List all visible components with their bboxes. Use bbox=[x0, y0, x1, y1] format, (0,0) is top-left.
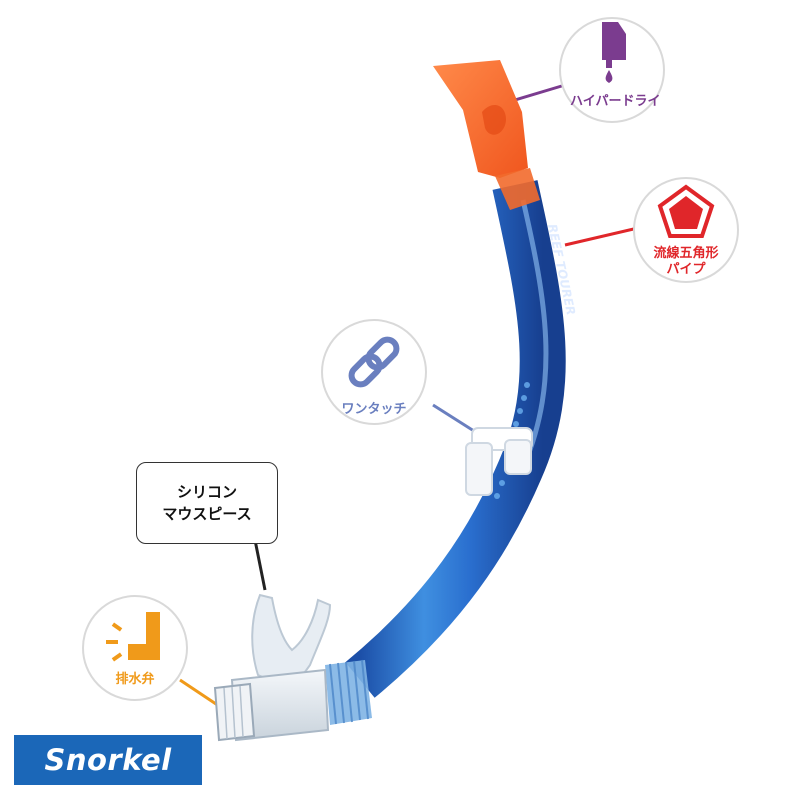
pentagon-pipe-callout bbox=[633, 177, 739, 283]
hyper-dry-callout bbox=[559, 17, 665, 123]
one-touch-label: ワンタッチ bbox=[341, 402, 407, 417]
drain-valve-callout bbox=[82, 595, 188, 701]
pentagon-pipe-leader-line bbox=[564, 226, 639, 247]
tube-highlight bbox=[520, 199, 549, 466]
pentagon-pipe-label: 流線五角形 パイプ bbox=[648, 246, 724, 278]
mouthpiece-label-line1: シリコン bbox=[176, 483, 237, 501]
one-touch-clip bbox=[465, 427, 533, 496]
dry-valve-icon bbox=[602, 22, 626, 83]
product-category-badge: Snorkel bbox=[14, 735, 202, 785]
dry-top-valve bbox=[433, 60, 528, 178]
mouthpiece-label-box: シリコン マウスピース bbox=[136, 462, 278, 544]
hyper-dry-label: ハイパードライ bbox=[570, 94, 661, 109]
dry-top-vent bbox=[482, 105, 506, 135]
drain-valve-label: 排水弁 bbox=[115, 672, 155, 687]
mouthpiece-label-line2: マウスピース bbox=[162, 505, 252, 523]
one-touch-callout bbox=[321, 319, 427, 425]
mouthpiece-leader-line bbox=[253, 539, 267, 591]
pentagon-pipe-label-line2: パイプ bbox=[666, 262, 706, 277]
pentagon-icon bbox=[657, 184, 715, 238]
dry-top-collar bbox=[495, 168, 540, 210]
flex-corrugation bbox=[325, 659, 372, 725]
pentagon-pipe-label-line1: 流線五角形 bbox=[653, 246, 719, 261]
product-category-label: Snorkel bbox=[44, 743, 172, 777]
silicone-mouthpiece bbox=[213, 593, 332, 742]
drain-valve-icon bbox=[106, 612, 160, 662]
